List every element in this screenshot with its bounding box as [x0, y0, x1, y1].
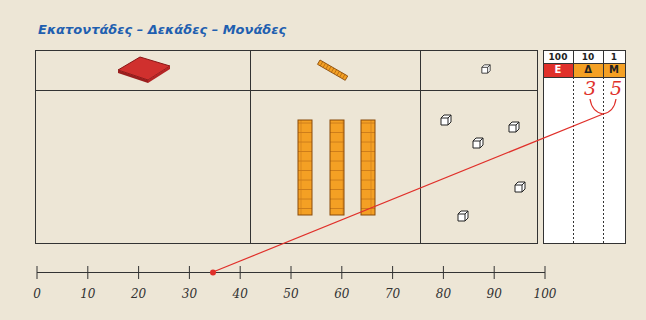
- tick-mark: [341, 266, 342, 279]
- scale-number: 90: [487, 288, 502, 300]
- column-header: 1: [611, 53, 617, 62]
- digit: 3: [584, 79, 596, 98]
- place-letter: Ε: [555, 65, 562, 75]
- tick-mark: [443, 266, 444, 279]
- tick-mark: [291, 266, 292, 279]
- scale-number: 100: [534, 288, 557, 300]
- scale-number: 50: [283, 288, 298, 300]
- place-letter: Δ: [584, 65, 592, 75]
- diagram-title: Εκατοντάδες – Δεκάδες – Μονάδες: [38, 23, 286, 36]
- scale-number: 70: [385, 288, 400, 300]
- scale-number: 10: [80, 288, 95, 300]
- scale-number: 30: [182, 288, 197, 300]
- scale-number: 80: [436, 288, 451, 300]
- tick-mark: [240, 266, 241, 279]
- column-header: 100: [549, 53, 568, 62]
- tick-mark: [545, 266, 546, 279]
- scale-number: 60: [334, 288, 349, 300]
- tick-mark: [138, 266, 139, 279]
- place-letter: Μ: [609, 65, 619, 75]
- tick-mark: [189, 266, 190, 279]
- tick-mark: [87, 266, 88, 279]
- column-header: 10: [582, 53, 595, 62]
- scale-number: 20: [131, 288, 146, 300]
- scale-number: 0: [33, 288, 41, 300]
- tick-mark: [494, 266, 495, 279]
- tick-mark: [37, 266, 38, 279]
- scale-number: 40: [233, 288, 248, 300]
- tick-mark: [392, 266, 393, 279]
- digit: 5: [610, 79, 622, 98]
